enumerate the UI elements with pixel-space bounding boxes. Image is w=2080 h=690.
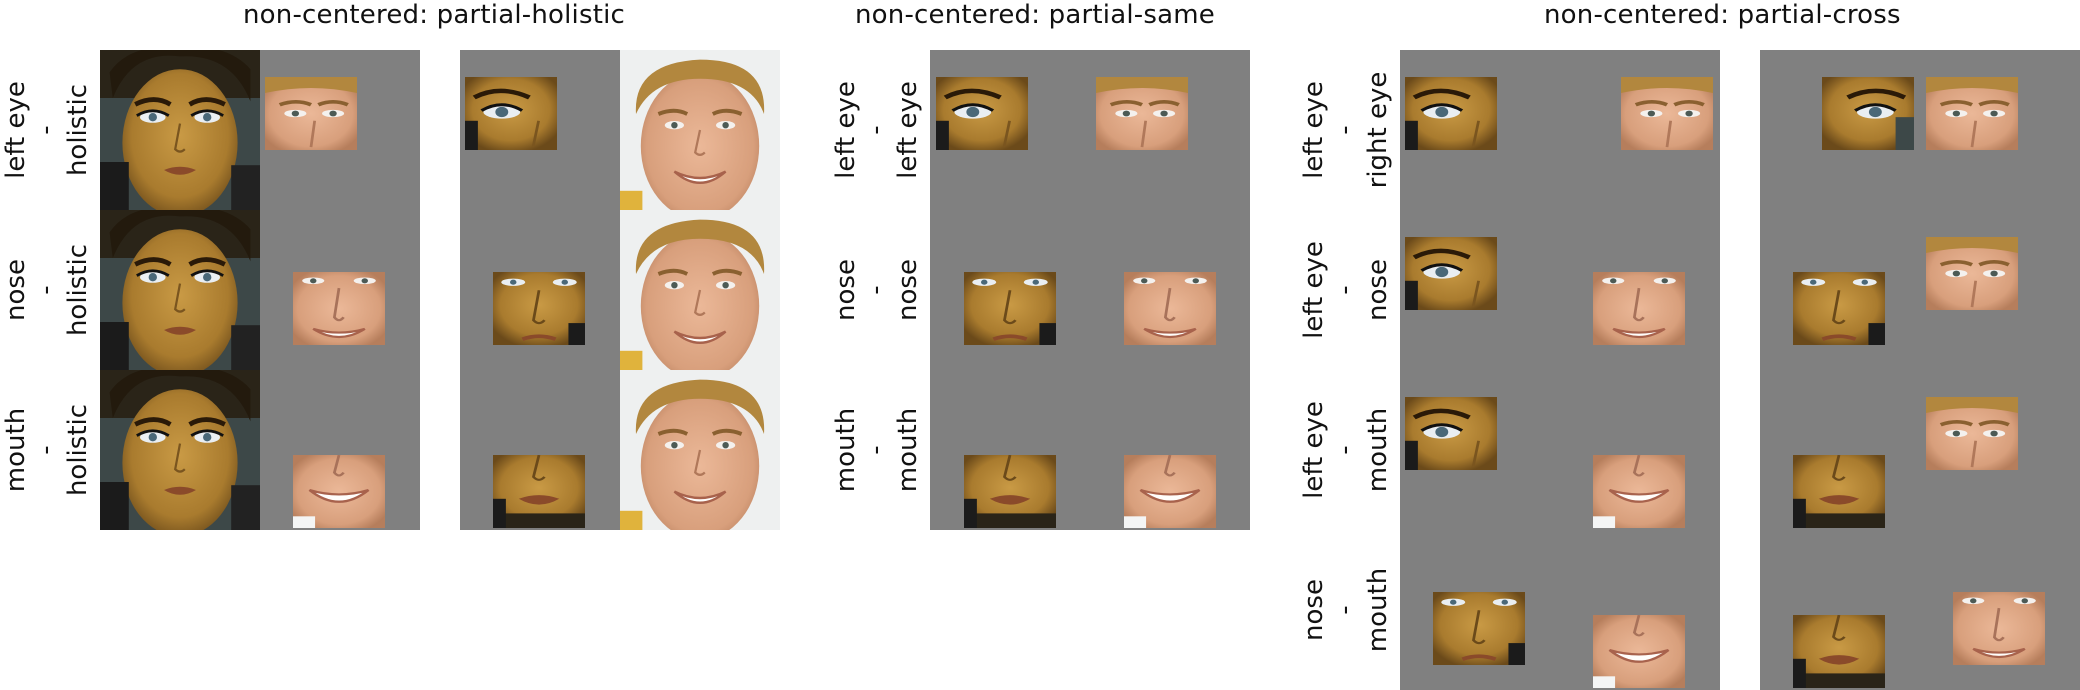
row-label-b: mouth xyxy=(893,407,923,493)
row-label-dash: - xyxy=(861,445,891,455)
female-face-photo xyxy=(100,210,260,370)
panel-title-cross: non-centered: partial-cross xyxy=(1544,0,1901,30)
row-label-a: left eye xyxy=(1299,81,1329,179)
female-nose-crop xyxy=(493,272,585,345)
female-mouth-crop xyxy=(1793,615,1885,688)
male-eye-crop xyxy=(265,77,357,150)
stimulus-background xyxy=(1400,50,1720,690)
male-nose-crop xyxy=(1124,272,1216,345)
row-label-b: holistic xyxy=(63,403,93,497)
male-eye-crop xyxy=(1926,397,2018,470)
female-eye-crop xyxy=(1822,77,1914,150)
row-label-a: left eye xyxy=(1299,401,1329,499)
row-label-b: nose xyxy=(1363,259,1393,321)
male-nose-crop xyxy=(293,272,385,345)
female-eye-crop xyxy=(936,77,1028,150)
female-eye-crop xyxy=(1405,77,1497,150)
row-label-dash: - xyxy=(861,125,891,135)
female-mouth-crop xyxy=(493,455,585,528)
female-nose-crop xyxy=(964,272,1056,345)
row-label-dash: - xyxy=(31,125,61,135)
row-label-dash: - xyxy=(31,445,61,455)
row-label-dash: - xyxy=(1330,445,1360,455)
male-eye-crop xyxy=(1096,77,1188,150)
male-nose-crop xyxy=(1593,272,1685,345)
male-mouth-crop xyxy=(293,455,385,528)
row-label-b: mouth xyxy=(1363,407,1393,493)
row-label-b: nose xyxy=(893,259,923,321)
female-mouth-crop xyxy=(964,455,1056,528)
male-eye-crop xyxy=(1621,77,1713,150)
male-nose-crop xyxy=(1953,592,2045,665)
male-face-photo xyxy=(620,210,780,370)
male-eye-crop xyxy=(1926,237,2018,310)
row-label-dash: - xyxy=(31,285,61,295)
row-label-dash: - xyxy=(1330,285,1360,295)
male-mouth-crop xyxy=(1124,455,1216,528)
stimulus-background xyxy=(1760,50,2080,690)
row-label-a: left eye xyxy=(1299,241,1329,339)
row-label-b: holistic xyxy=(63,83,93,177)
female-nose-crop xyxy=(1433,592,1525,665)
female-eye-crop xyxy=(465,77,557,150)
row-label-a: mouth xyxy=(1,407,31,493)
female-eye-crop xyxy=(1405,397,1497,470)
row-label-dash: - xyxy=(1330,125,1360,135)
row-label-b: mouth xyxy=(1363,567,1393,653)
male-eye-crop xyxy=(1926,77,2018,150)
female-face-photo xyxy=(100,50,260,210)
row-label-a: nose xyxy=(1,259,31,321)
row-label-a: nose xyxy=(1299,579,1329,641)
row-label-dash: - xyxy=(1330,605,1360,615)
row-label-b: right eye xyxy=(1363,71,1393,189)
female-eye-crop xyxy=(1405,237,1497,310)
panel-title-holistic: non-centered: partial-holistic xyxy=(243,0,626,30)
female-mouth-crop xyxy=(1793,455,1885,528)
male-mouth-crop xyxy=(1593,615,1685,688)
male-face-photo xyxy=(620,370,780,530)
row-label-a: nose xyxy=(831,259,861,321)
row-label-dash: - xyxy=(861,285,891,295)
male-face-photo xyxy=(620,50,780,210)
panel-title-same: non-centered: partial-same xyxy=(855,0,1215,30)
female-nose-crop xyxy=(1793,272,1885,345)
row-label-a: left eye xyxy=(831,81,861,179)
female-face-photo xyxy=(100,370,260,530)
row-label-b: holistic xyxy=(63,243,93,337)
male-mouth-crop xyxy=(1593,455,1685,528)
row-label-a: mouth xyxy=(831,407,861,493)
row-label-a: left eye xyxy=(1,81,31,179)
row-label-b: left eye xyxy=(893,81,923,179)
